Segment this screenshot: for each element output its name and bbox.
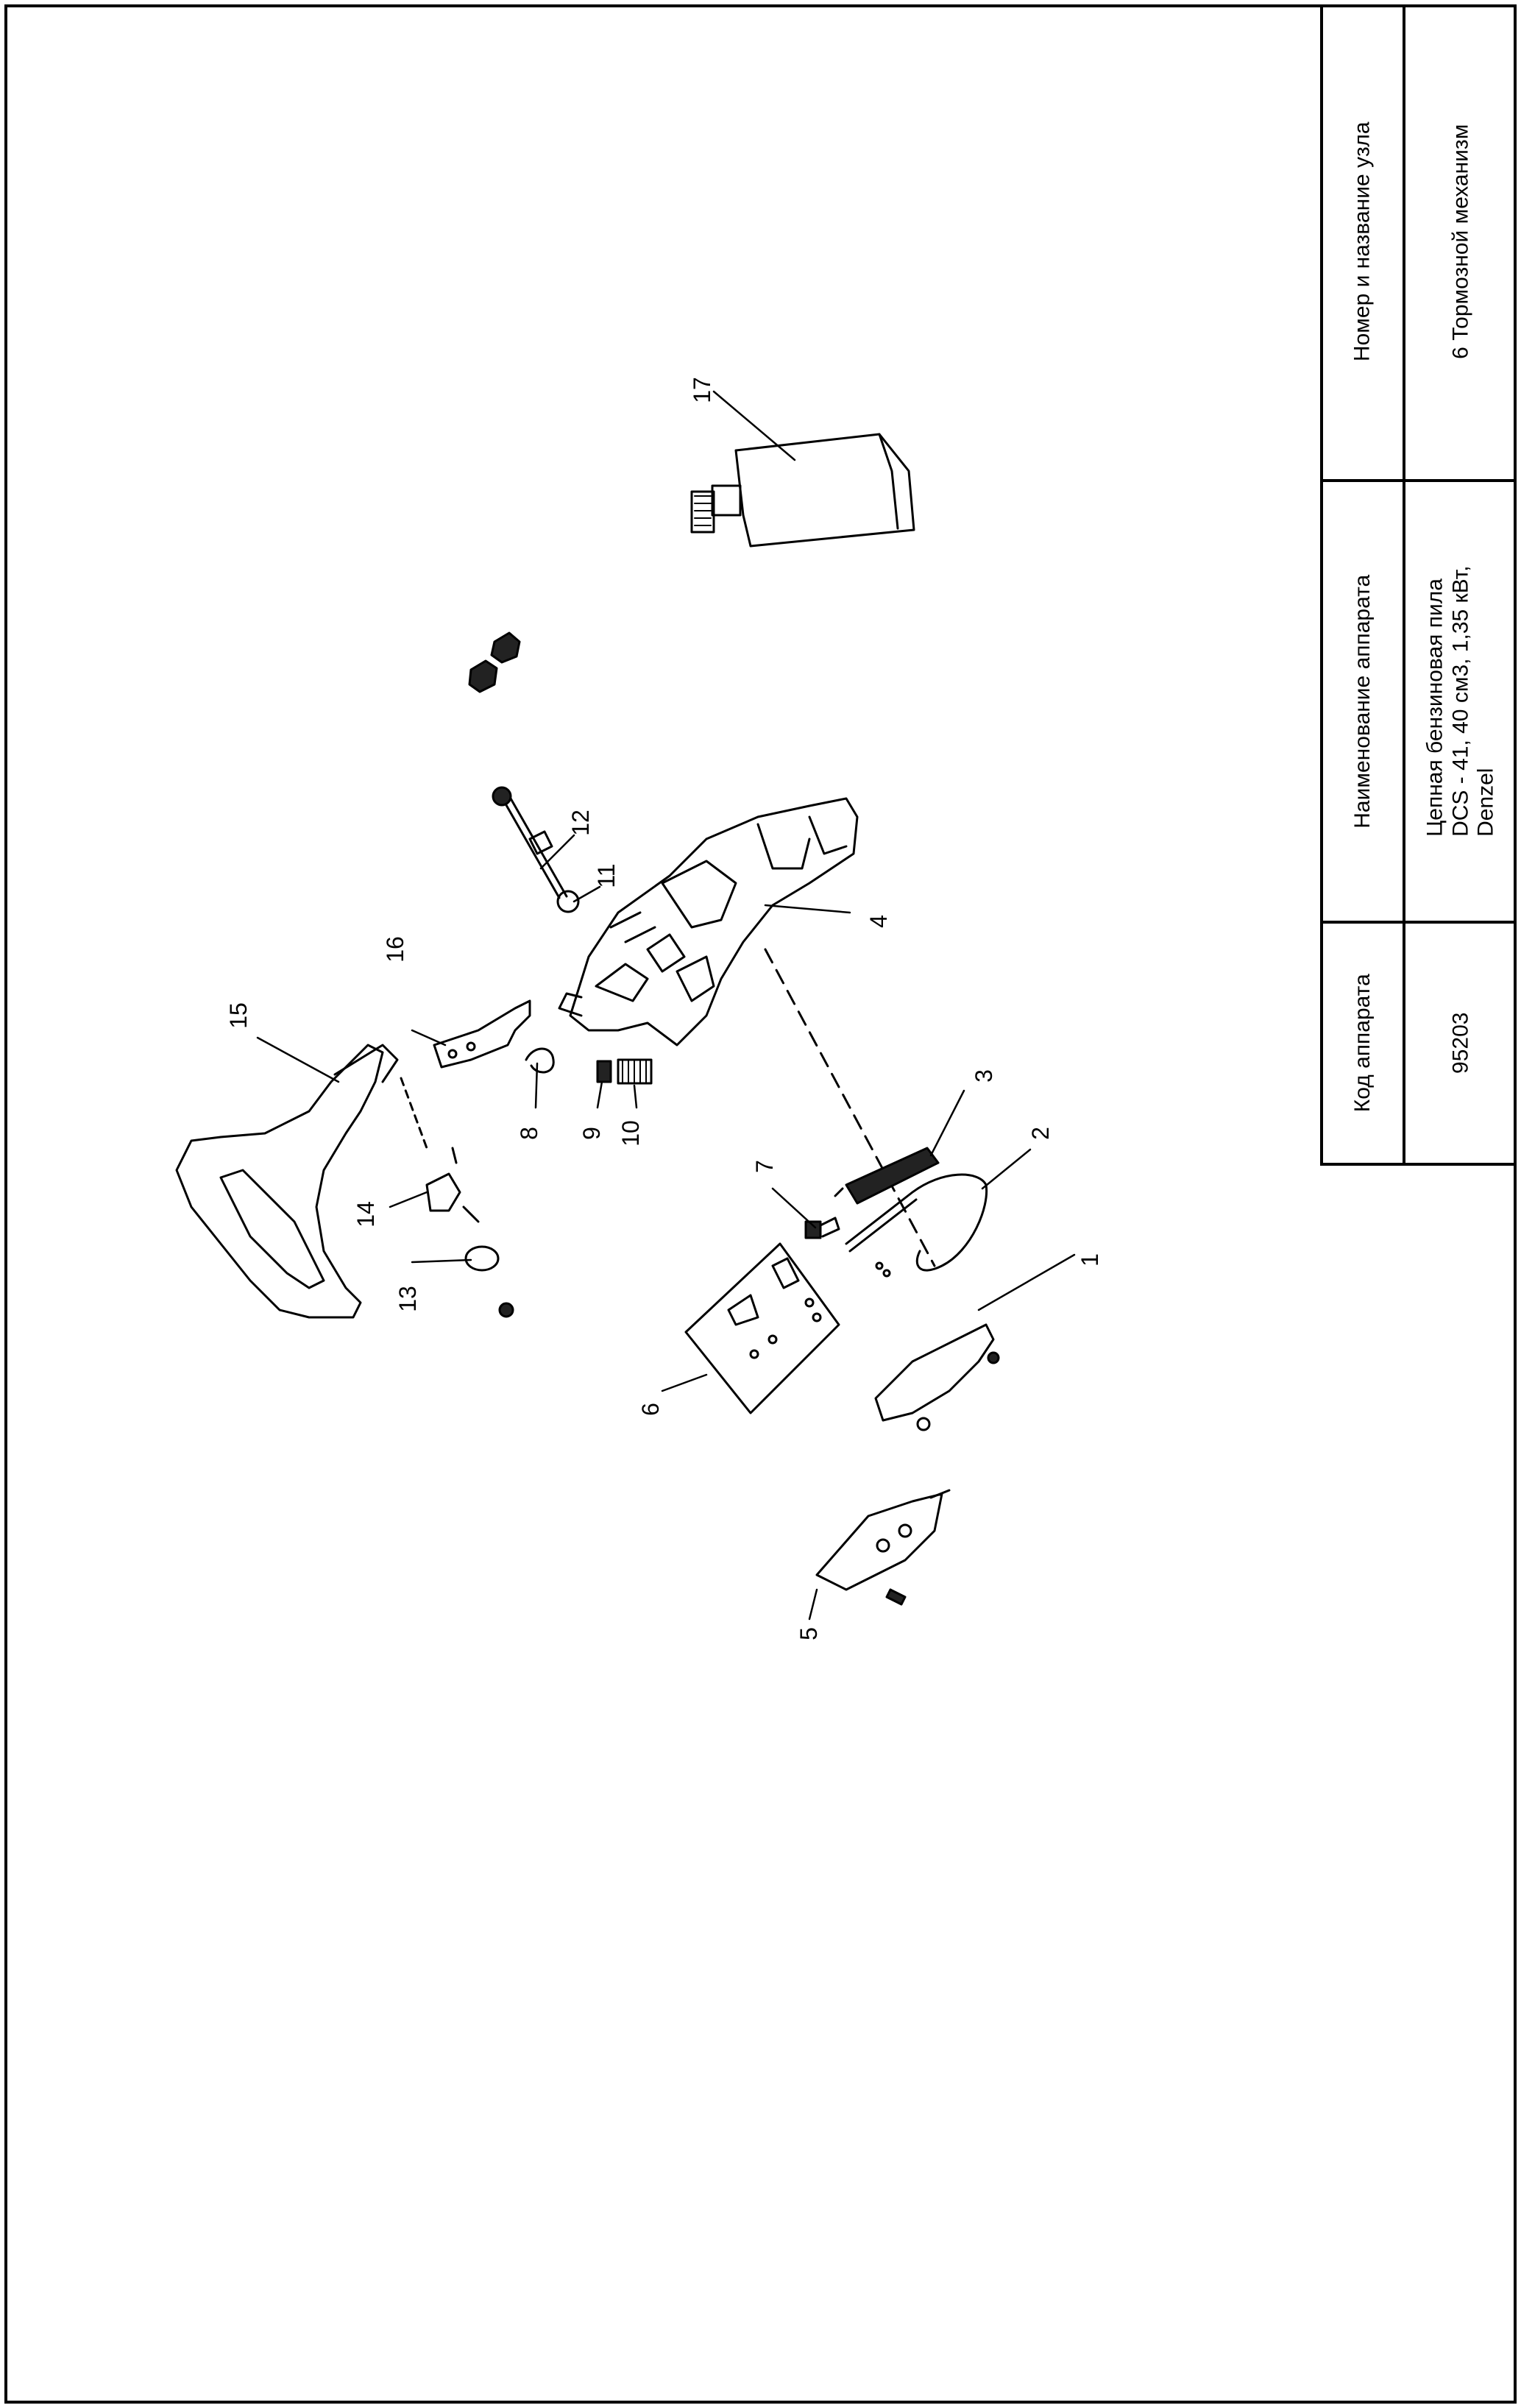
assembly-line-2 (400, 1077, 428, 1150)
callout-5: 5 (795, 1627, 822, 1640)
part-15-handle (175, 1044, 399, 1319)
part-12-stud (492, 786, 568, 899)
part-8-spring (525, 1047, 555, 1074)
callout-15: 15 (225, 1002, 252, 1029)
part-17-oil-bottle (690, 433, 915, 548)
callout-10: 10 (617, 1120, 644, 1147)
leader-lines (256, 390, 1076, 1621)
drawing-frame (4, 4, 1517, 2404)
callout-16: 16 (382, 936, 408, 963)
part-nuts (468, 631, 521, 693)
part-9-spring (596, 1060, 612, 1083)
callout-17: 17 (689, 377, 715, 403)
part-3-sprocket (834, 1147, 940, 1205)
title-block-divider-1 (1323, 479, 1517, 482)
part-6-kit (684, 1242, 840, 1414)
title-block-column-divider (1403, 4, 1405, 1163)
callout-7: 7 (751, 1160, 778, 1173)
title-block-divider-2 (1323, 921, 1517, 924)
title-block: Номер и название узла 6 Тормозной механи… (1320, 4, 1517, 1166)
callout-4: 4 (865, 915, 892, 928)
part-4-housing (558, 797, 859, 1047)
callout-3: 3 (971, 1069, 997, 1083)
part-7-pin (804, 1217, 840, 1239)
callout-13: 13 (394, 1286, 421, 1312)
callout-9: 9 (578, 1127, 605, 1140)
callout-12: 12 (567, 810, 594, 836)
callout-11: 11 (593, 863, 620, 888)
callout-8: 8 (516, 1127, 542, 1140)
callout-2: 2 (1027, 1127, 1054, 1140)
part-5-cover-plate (815, 1489, 951, 1606)
part-2-brake-band (845, 1173, 988, 1278)
callout-6: 6 (637, 1403, 664, 1416)
callout-1: 1 (1077, 1253, 1103, 1267)
part-16-bracket (433, 999, 531, 1069)
part-13-washer (464, 1245, 514, 1318)
part-1-brake-lever (874, 1323, 1000, 1431)
part-10-spring (617, 1058, 653, 1085)
part-11-nut (556, 890, 580, 913)
callout-14: 14 (352, 1201, 379, 1228)
assembly-line (764, 948, 936, 1267)
part-14-lever (425, 1147, 480, 1223)
